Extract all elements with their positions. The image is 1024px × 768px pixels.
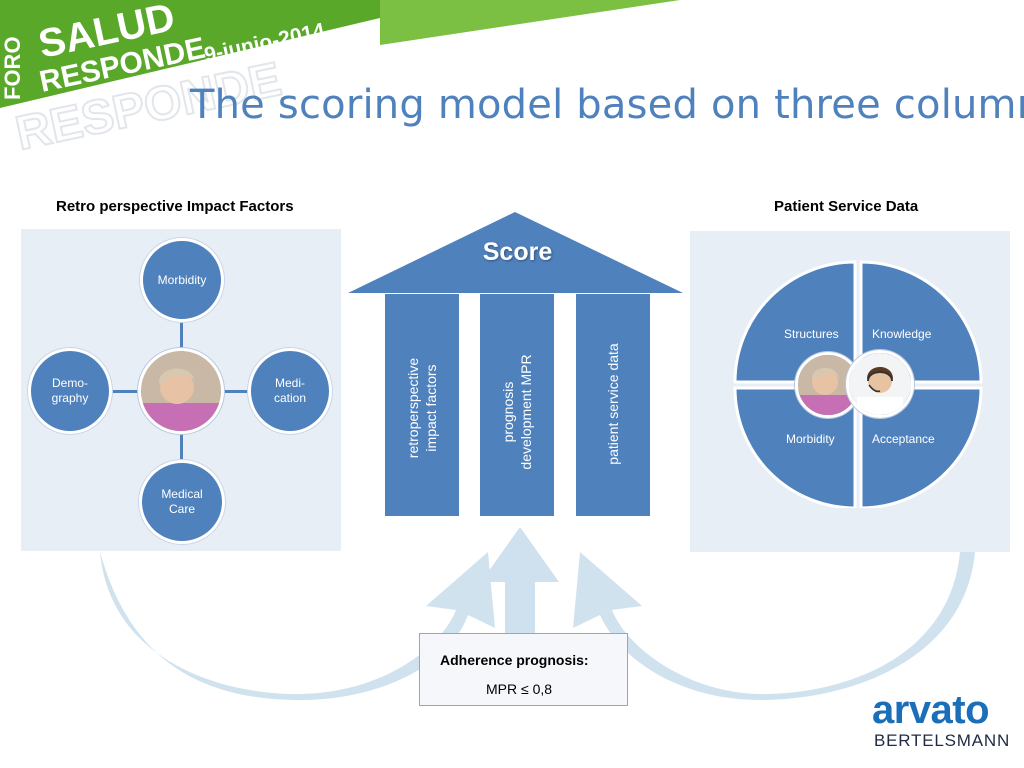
quadrant-label-acceptance: Acceptance <box>872 432 935 446</box>
adherence-value: MPR ≤ 0,8 <box>486 681 553 697</box>
column-label-prognosis: prognosis development MPR <box>500 354 534 470</box>
column-prognosis <box>480 294 554 516</box>
quadrant-acceptance <box>859 386 983 508</box>
score-roof <box>348 212 683 293</box>
adherence-box <box>419 633 628 706</box>
quadrant-morbidity <box>733 386 857 508</box>
arvato-logo: arvato <box>872 688 990 732</box>
node-demography: Demo- graphy <box>28 348 112 434</box>
quadrant-label-morbidity: Morbidity <box>786 432 835 446</box>
quadrant-label-knowledge: Knowledge <box>872 327 932 341</box>
right-curved-arrow <box>573 552 975 700</box>
banner-green-stripe <box>380 0 680 45</box>
column-label-patient-service: patient service data <box>605 343 621 465</box>
score-building <box>348 212 683 516</box>
banner-foro-text: FORO <box>0 36 25 100</box>
headset-agent-icon <box>849 353 911 415</box>
score-label: Score <box>482 238 553 266</box>
right-section-heading: Patient Service Data <box>774 198 919 215</box>
elderly-woman-icon <box>798 355 858 415</box>
node-medication: Medi- cation <box>248 348 332 434</box>
left-arrow-highlight <box>130 552 442 690</box>
left-section-heading: Retro perspective Impact Factors <box>56 198 294 215</box>
center-up-arrow <box>481 527 559 633</box>
adherence-title: Adherence prognosis: <box>440 652 589 668</box>
page-title: The scoring model based on three columns <box>190 82 1024 128</box>
foro-salud-responde-banner: FORO SALUD RESPONDE 9-junio-2014 RESPOND… <box>0 0 680 160</box>
banner-green-band <box>0 0 380 108</box>
column-patient-service <box>576 294 650 516</box>
column-label-retroperspective: retroperspective impact factors <box>405 357 439 459</box>
column-retroperspective <box>385 294 459 516</box>
node-morbidity: Morbidity <box>140 238 224 322</box>
node-medical-care: Medical Care <box>139 460 225 544</box>
bertelsmann-logo-text: BERTELSMANN <box>874 731 1011 750</box>
quadrant-label-structures: Structures <box>784 327 839 341</box>
patient-photo-small <box>795 352 861 418</box>
elderly-woman-icon <box>141 351 221 431</box>
service-agent-photo <box>846 350 914 418</box>
patient-photo <box>138 348 224 434</box>
